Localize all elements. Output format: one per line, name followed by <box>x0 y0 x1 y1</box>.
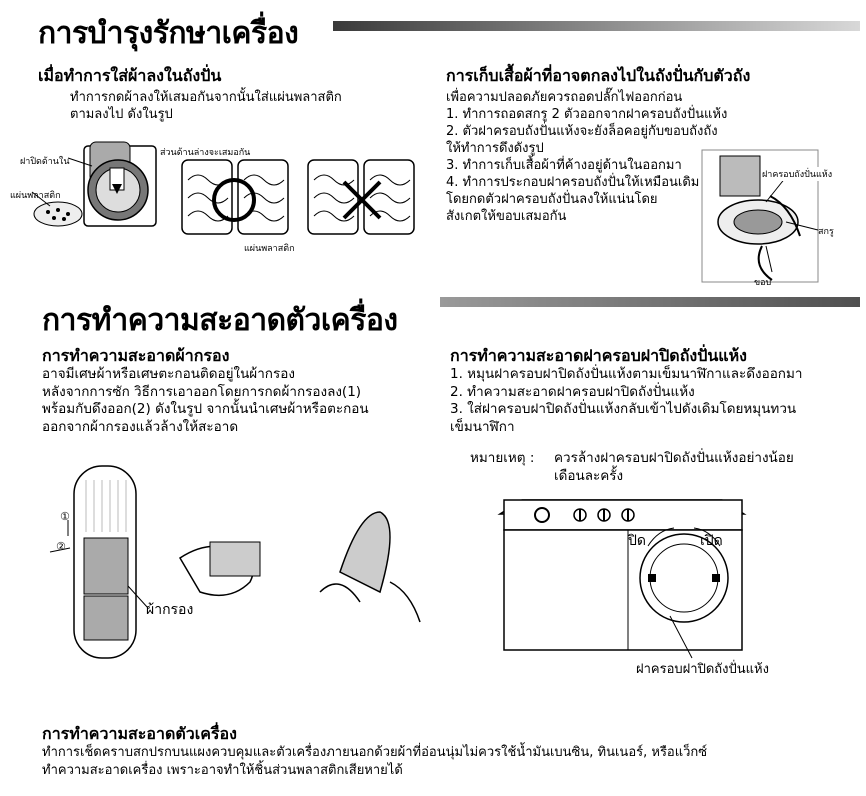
label-filter: ผ้ากรอง <box>146 602 194 618</box>
cover-step: 2. ทำความสะอาดฝาครอบฝาปิดถังปั่นแห้ง <box>450 383 695 400</box>
retrieve-steps: 1. ทำการถอดสกรู 2 ตัวออกจากฝาครอบถังปั่น… <box>446 106 727 225</box>
filter-heading: การทำความสะอาดผ้ากรอง <box>42 346 230 365</box>
retrieve-step: 2. ตัวฝาครอบถังปั่นแห้งจะยังล็อคอยู่กับข… <box>446 124 718 139</box>
filter-body-line: หลังจากการซัก วิธีการเอาออกโดยการกดผ้ากร… <box>42 383 362 400</box>
filter-body-line: พร้อมกับดึงออก(2) ดังในรูป จากนั้นนำเศษผ… <box>42 401 369 417</box>
wrong-mark-icon <box>342 180 382 220</box>
label-plastic-plate: แผ่นพลาสติก <box>10 191 61 201</box>
correct-mark-icon <box>212 178 256 222</box>
cover-heading: การทำความสะอาดฝาครอบฝาปิดถังปั่นแห้ง <box>450 346 747 365</box>
load-clothes-heading: เมื่อทำการใส่ผ้าลงในถังปั่น <box>38 66 222 85</box>
body-cleaning-line-1: ทำการเช็ดคราบสกปรกบนแผงควบคุมและตัวเครื่… <box>42 745 708 760</box>
note-line-2: เดือนละครั้ง <box>554 468 624 484</box>
body-cleaning-heading: การทำความสะอาดตัวเครื่อง <box>42 724 237 743</box>
cover-step: 1. หมุนฝาครอบฝาปิดถังปั่นแห้งตามเข็มนาฬิ… <box>450 366 803 382</box>
tub-illustration <box>31 141 157 227</box>
label-close: ปิด <box>628 533 646 549</box>
cleaning-title: การทำความสะอาดตัวเครื่อง <box>42 303 398 338</box>
tubs-comparison-illustration <box>181 159 415 235</box>
cover-steps: 1. หมุนฝาครอบฝาปิดถังปั่นแห้งตามเข็มนาฬิ… <box>450 366 802 436</box>
label-cover: ฝาครอบฝาปิดถังปั่นแห้ง <box>636 662 769 677</box>
retrieve-step: สังเกตให้ขอบเสมอกัน <box>446 209 567 224</box>
retrieve-step: ให้ทำการดึงดังรูป <box>446 141 544 156</box>
maintenance-title: การบำรุงรักษาเครื่อง <box>38 16 299 51</box>
retrieve-step: 3. ทำการเก็บเสื้อผ้าที่ค้างอยู่ด้านในออก… <box>446 158 682 173</box>
label-step-1: ① <box>60 510 70 523</box>
filter-body: อาจมีเศษผ้าหรือเศษตะกอนติดอยู่ในผ้ากรอง … <box>42 366 369 436</box>
label-step-2: ② <box>56 540 66 553</box>
label-open: เปิด <box>700 533 723 549</box>
retrieve-step: 1. ทำการถอดสกรู 2 ตัวออกจากฝาครอบถังปั่น… <box>446 107 728 122</box>
filter-body-line: อาจมีเศษผ้าหรือเศษตะกอนติดอยู่ในผ้ากรอง <box>42 366 295 382</box>
load-clothes-body-2: ตามลงไป ดังในรูป <box>70 107 173 122</box>
filter-illustration <box>49 465 421 659</box>
title-bar-1 <box>333 21 860 31</box>
cover-step: 3. ใส่ฝาครอบฝาปิดถังปั่นแห้งกลับเข้าไปดั… <box>450 401 797 417</box>
retrieve-heading: การเก็บเสื้อผ้าที่อาจตกลงไปในถังปั่นกับต… <box>446 66 751 85</box>
load-clothes-body-1: ทำการกดผ้าลงให้เสมอกันจากนั้นใส่แผ่นพลาส… <box>70 90 342 105</box>
note-line-1: ควรล้างฝาครอบฝาปิดถังปั่นแห้งอย่างน้อย <box>554 450 794 466</box>
label-even-top: ส่วนด้านล่างจะเสมอกัน <box>160 148 251 158</box>
label-inner-lid: ฝาปิดด้านใน <box>20 157 70 167</box>
note-label: หมายเหตุ : <box>470 450 535 466</box>
retrieve-intro: เพื่อความปลอดภัยควรถอดปลั๊กไฟออกก่อน <box>446 90 683 105</box>
title-bar-2 <box>440 297 860 307</box>
retrieve-step: 4. ทำการประกอบฝาครอบถังปั่นให้เหมือนเดิม <box>446 175 700 190</box>
body-cleaning-line-2: ทำความสะอาดเครื่อง เพราะอาจทำให้ชิ้นส่วน… <box>42 763 403 778</box>
label-plastic-plate-bottom: แผ่นพลาสติก <box>244 244 295 254</box>
washer-illustration <box>497 499 747 659</box>
dryer-cover-illustration <box>701 149 819 283</box>
label-dryer-cover: ฝาครอบถังปั่นแห้ง <box>762 167 833 181</box>
label-edge: ขอบ <box>754 278 772 288</box>
retrieve-step: โดยกดตัวฝาครอบถังปั่นลงให้แน่นโดย <box>446 192 658 207</box>
label-screw: สกรู <box>818 227 834 237</box>
cover-step: เข็มนาฬิกา <box>450 418 515 435</box>
filter-body-line: ออกจากผ้ากรองแล้วล้างให้สะอาด <box>42 418 239 435</box>
